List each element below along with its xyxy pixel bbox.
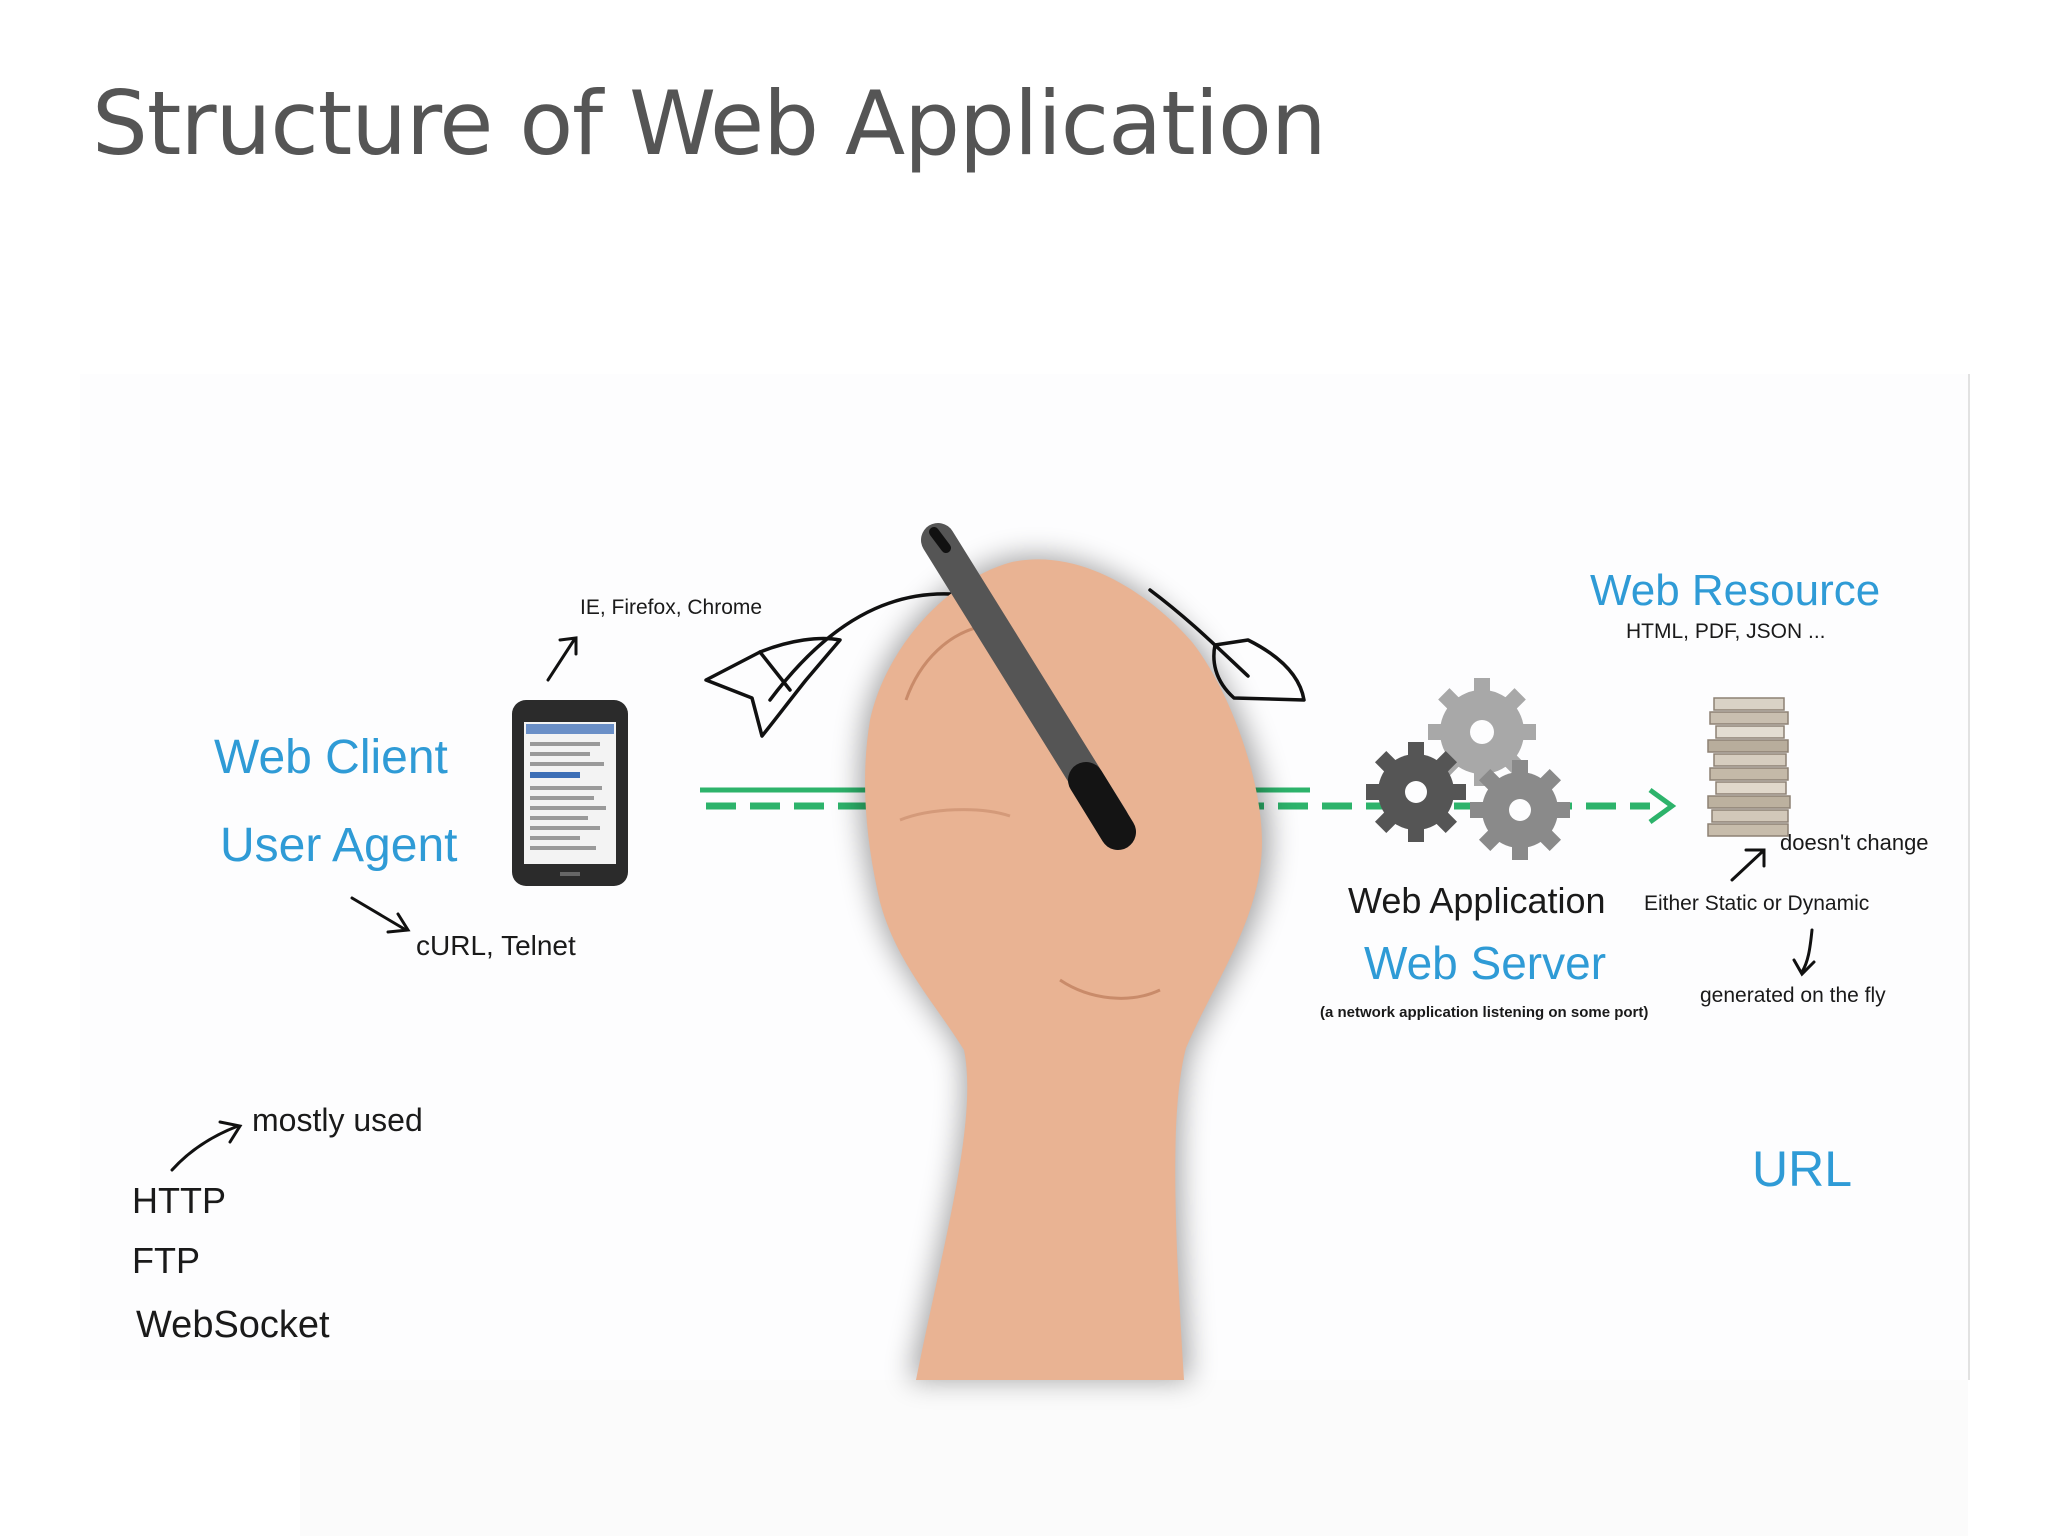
annotation-arrows [170,636,1816,1172]
web-client-label: Web Client [214,731,448,784]
hand-illustration [859,523,1270,1380]
frame-bottom-area [300,1380,1968,1536]
dynamic-note-label: generated on the fly [1700,984,1886,1007]
resource-mode-label: Either Static or Dynamic [1644,892,1870,915]
user-agent-label: User Agent [220,819,458,872]
request-arrow-sketch [704,588,1306,738]
protocol-websocket: WebSocket [136,1304,330,1346]
static-note-label: doesn't change [1780,830,1929,855]
gears-icon [1366,678,1570,860]
server-note-label: (a network application listening on some… [1320,1004,1649,1021]
slide-title: Structure of Web Application [92,72,1327,175]
web-server-label: Web Server [1364,937,1607,989]
protocol-http: HTTP [132,1180,226,1221]
tablet-icon [512,700,628,886]
resource-formats-label: HTML, PDF, JSON ... [1626,620,1826,643]
protocol-ftp: FTP [132,1240,200,1281]
url-label: URL [1752,1141,1853,1197]
browsers-label: IE, Firefox, Chrome [580,596,763,619]
cli-tools-label: cURL, Telnet [416,930,576,961]
web-resource-label: Web Resource [1590,566,1881,615]
web-application-label: Web Application [1348,880,1606,921]
books-stack-icon [1707,697,1791,837]
protocols-note-label: mostly used [252,1102,423,1138]
